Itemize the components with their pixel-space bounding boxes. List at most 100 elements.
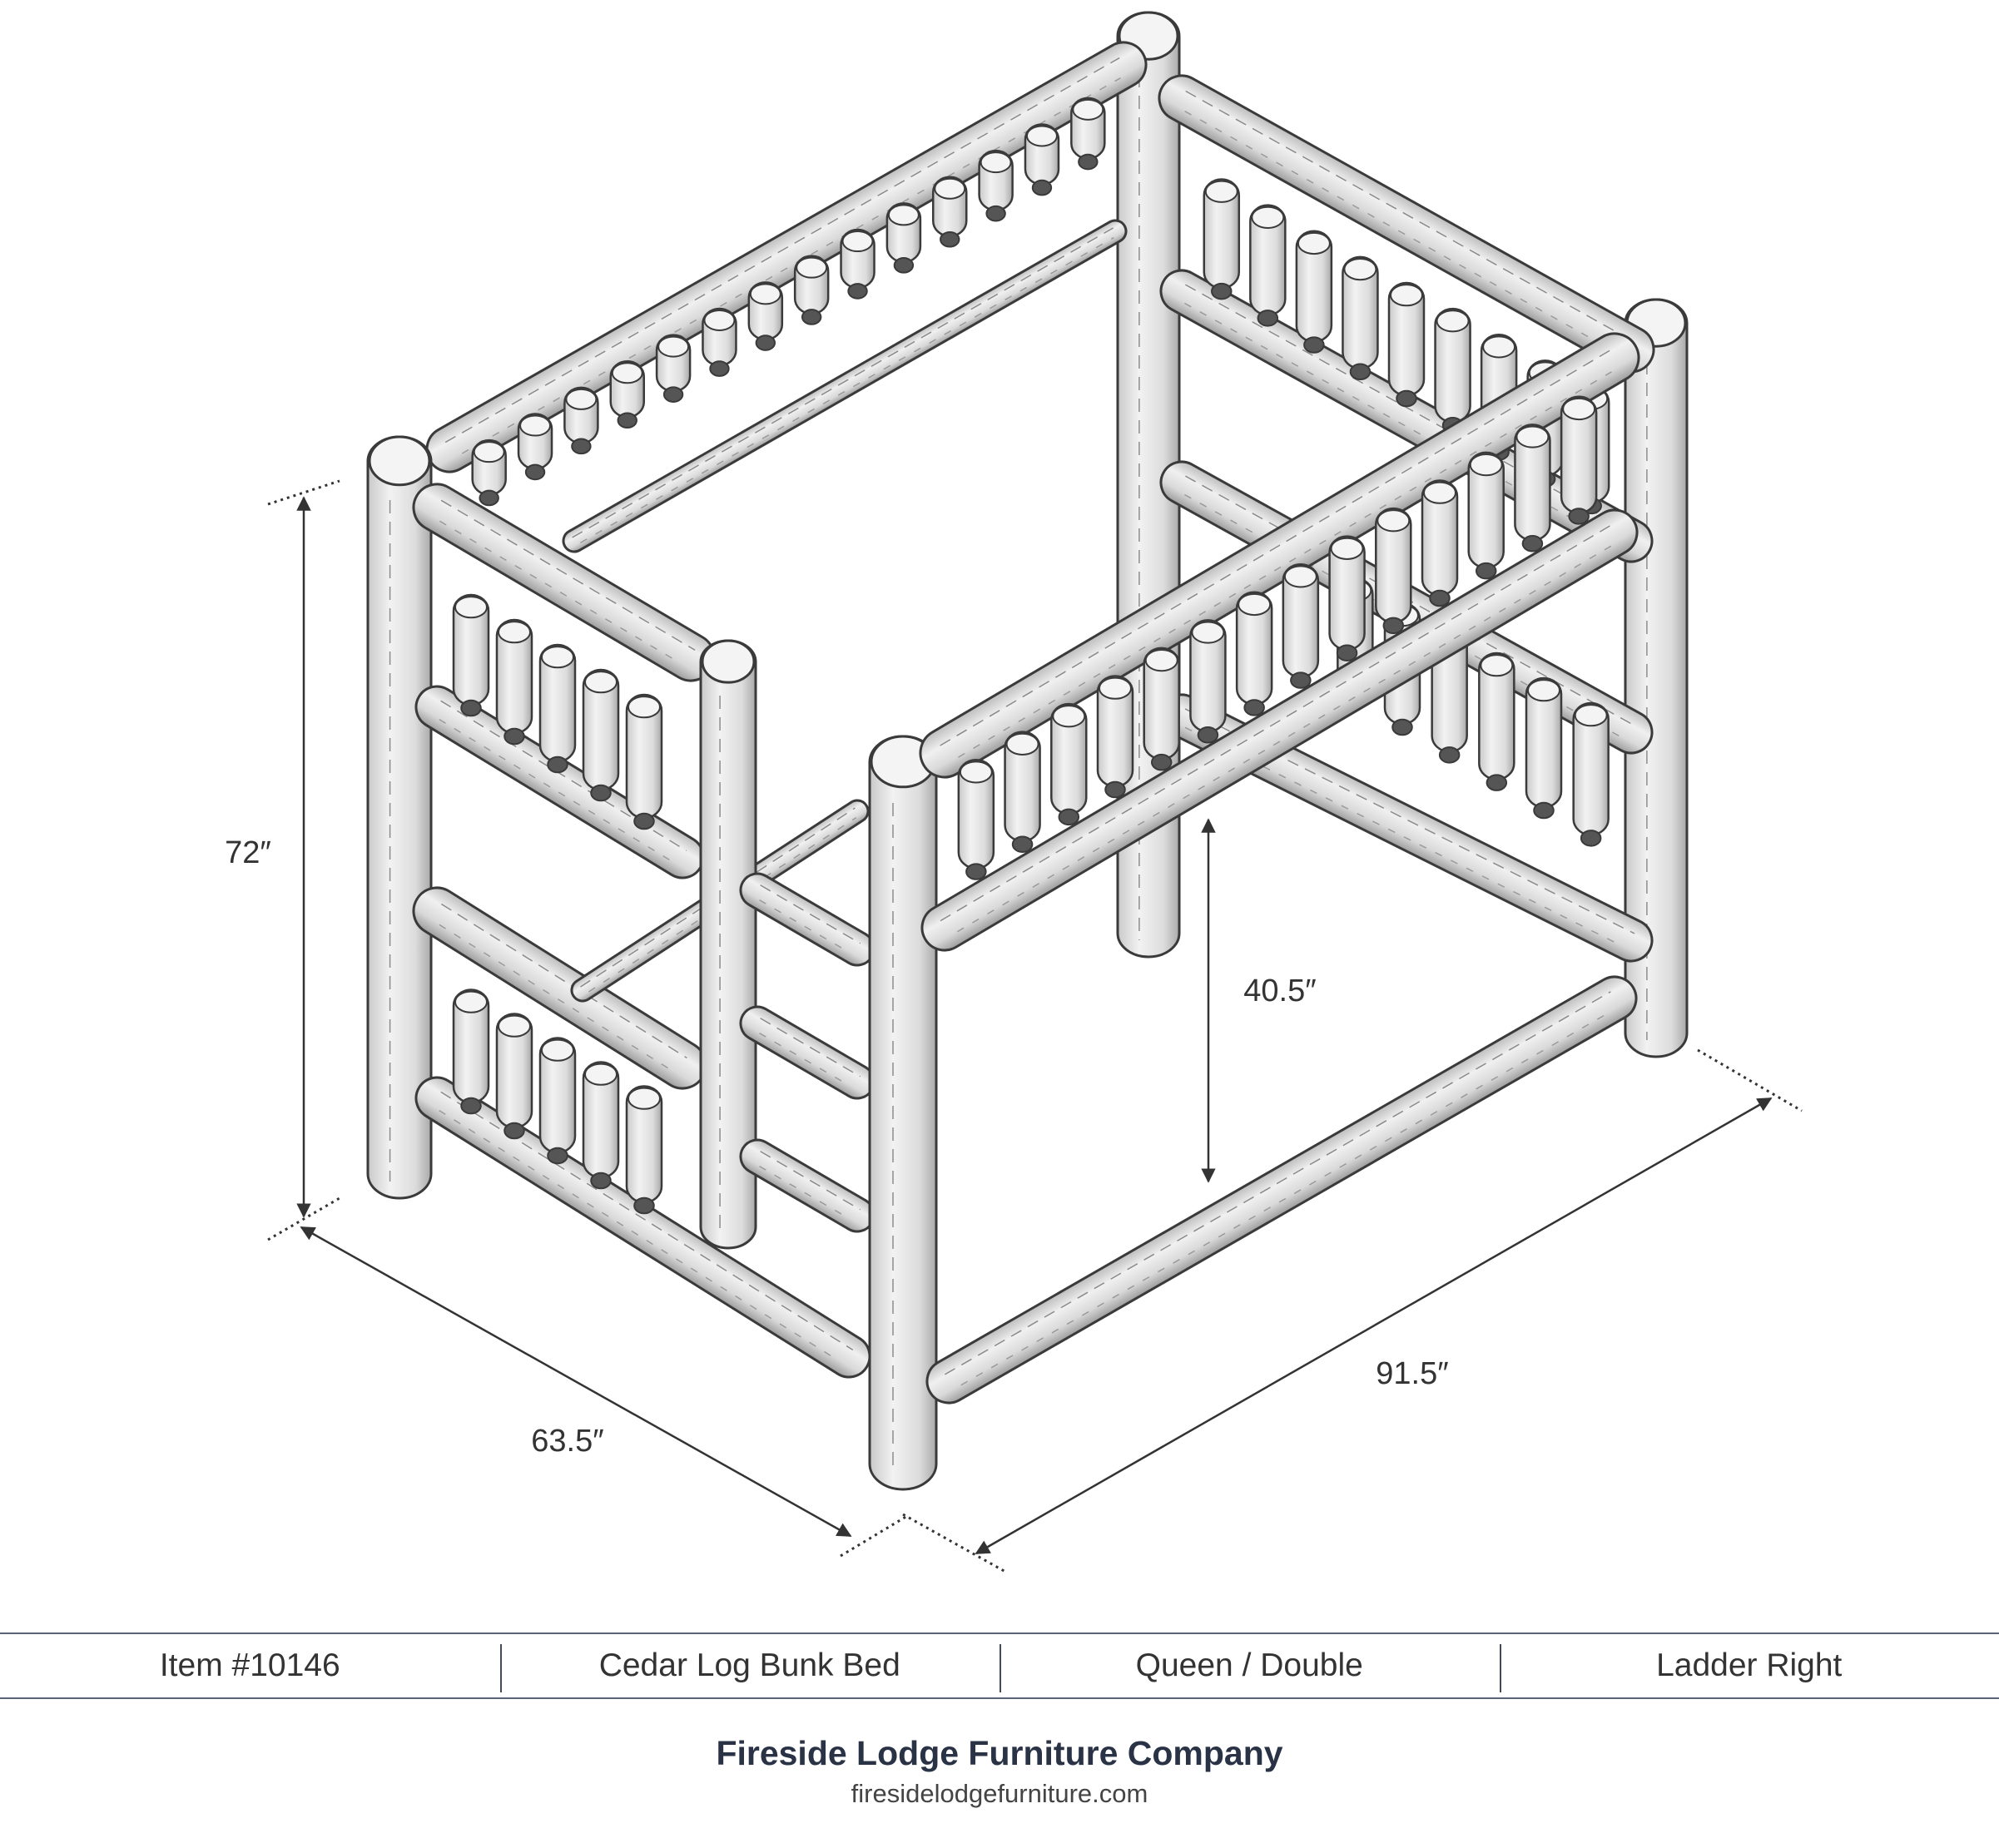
company-name: Fireside Lodge Furniture Company — [716, 1734, 1283, 1772]
left-end-top-rail-grain — [440, 499, 696, 651]
left-end-upper-spindle-3 — [538, 643, 577, 774]
left-end-upper-spindle-2-peg — [503, 727, 525, 746]
left-end-upper-spindle-2-cap — [498, 621, 531, 644]
footer: Fireside Lodge Furniture Company firesid… — [0, 1731, 1999, 1812]
left-end-lower-spindle-3 — [538, 1037, 577, 1165]
left-end-upper-spindle-5-peg — [633, 812, 655, 830]
far-spindle-6-peg — [709, 360, 730, 377]
back-end-top-rail-grain2 — [1184, 110, 1620, 354]
back-end-lower-spindle-4-cap — [1480, 654, 1514, 677]
near-spindle-8-cap — [1283, 565, 1317, 588]
left-end-top-rail-grain2 — [439, 520, 678, 662]
far-top-rail-grain — [444, 57, 1120, 443]
far-spindle-14-cap — [1072, 98, 1104, 121]
near-spindle-12 — [1467, 451, 1505, 580]
back-end-upper-spindle-3-peg — [1303, 336, 1325, 354]
length-extension-right — [1697, 1048, 1803, 1112]
back-end-lower-spindle-5-cap — [1527, 679, 1560, 702]
back-end-lower-spindle-6-peg — [1580, 830, 1602, 847]
near-bottom-rail-grain — [944, 991, 1611, 1375]
left-end-lower-spindle-1-cap — [454, 990, 488, 1013]
back-end-lower-spindle-6 — [1572, 701, 1610, 847]
far-spindle-5-peg — [662, 386, 684, 403]
far-spindle-2-peg — [524, 463, 546, 481]
back-end-upper-spindle-5-peg — [1396, 389, 1417, 408]
near-spindle-7-peg — [1243, 699, 1265, 716]
near-spindle-2 — [1004, 731, 1041, 853]
far-spindle-12 — [978, 149, 1014, 222]
left-end-lower-spindle-3-peg — [547, 1147, 568, 1165]
left-end-lower-spindle-1-peg — [460, 1097, 482, 1115]
far-spindle-3-peg — [571, 438, 592, 455]
near-spindle-11-peg — [1429, 589, 1451, 607]
back-end-upper-spindle-1 — [1203, 178, 1241, 300]
back-end-upper-spindle-4-cap — [1343, 257, 1377, 281]
left-end-lower-spindle-3-cap — [541, 1038, 574, 1062]
far-spindle-14-peg — [1078, 153, 1099, 171]
far-spindle-4-peg — [617, 412, 637, 429]
far-spindle-14 — [1070, 97, 1106, 171]
near-spindle-1-peg — [965, 863, 987, 880]
far-spindle-3-cap — [565, 388, 598, 410]
left-end-upper-spindle-4-peg — [590, 784, 612, 802]
left-end-low-top-rail-grain — [440, 903, 687, 1059]
near-spindle-2-cap — [1005, 732, 1039, 756]
near-spindle-10 — [1375, 507, 1412, 635]
back-end-upper-spindle-6 — [1434, 307, 1471, 434]
left-end-lower-spindle-4-cap — [584, 1063, 618, 1086]
front-right-post-body — [868, 735, 938, 1491]
back-end-upper-spindle-2 — [1249, 204, 1287, 327]
far-spindle-13-peg — [1031, 179, 1053, 196]
near-spindle-10-peg — [1382, 617, 1405, 635]
left-end-lower-spindle-2-peg — [503, 1122, 525, 1140]
near-spindle-9-cap — [1330, 537, 1364, 560]
back-end-lower-spindle-4-peg — [1486, 774, 1508, 791]
height-extension-bottom — [267, 1196, 340, 1241]
bunk-bed-drawing: 72″ 40.5″ 63.5″ 91.5″ — [225, 11, 1803, 1574]
far-spindle-12-peg — [985, 205, 1006, 222]
left-end-upper-spindle-1 — [452, 593, 490, 717]
near-spindle-11-cap — [1423, 481, 1456, 504]
near-top-rail-grain — [940, 349, 1611, 746]
width-dimension-label: 63.5″ — [531, 1424, 603, 1459]
back-end-lower-spindle-5 — [1525, 676, 1563, 820]
near-mid-rail — [920, 508, 1639, 952]
near-spindle-5 — [1143, 647, 1180, 771]
near-spindle-1-cap — [959, 761, 993, 784]
left-end-lower-spindle-2-cap — [498, 1014, 531, 1038]
near-spindle-13-peg — [1521, 535, 1544, 552]
far-slat-support-body — [562, 219, 1128, 553]
near-spindle-13 — [1514, 424, 1551, 552]
back-end-upper-spindle-5-cap — [1390, 284, 1423, 307]
near-spindle-6-cap — [1191, 621, 1225, 644]
far-spindle-7 — [747, 281, 784, 351]
far-spindle-5 — [655, 334, 692, 403]
back-end-mid-rail-grain2 — [1184, 302, 1620, 546]
near-spindle-13-cap — [1515, 425, 1550, 448]
far-spindle-12-cap — [980, 151, 1012, 174]
front-right-post — [868, 735, 938, 1491]
near-spindle-3 — [1050, 702, 1088, 826]
back-end-top-rail-grain — [1185, 90, 1636, 344]
far-spindle-5-cap — [657, 335, 690, 358]
near-spindle-9-peg — [1336, 644, 1358, 661]
near-top-rail-grain2 — [958, 371, 1612, 758]
back-end-upper-spindle-3 — [1295, 230, 1333, 354]
back-end-mid-rail-grain — [1185, 284, 1635, 535]
far-spindle-10-cap — [887, 204, 920, 226]
near-mid-rail-grain — [940, 524, 1611, 922]
far-spindle-8-peg — [801, 309, 822, 325]
near-spindle-14 — [1560, 395, 1598, 525]
near-spindle-9 — [1328, 535, 1366, 661]
far-spindle-11 — [932, 176, 968, 248]
far-spindle-8 — [793, 255, 830, 325]
company-website: firesidelodgefurniture.com — [851, 1779, 1148, 1808]
far-spindle-13 — [1024, 123, 1060, 196]
width-dimension-line — [300, 1226, 852, 1538]
far-spindle-9-cap — [841, 230, 874, 253]
left-end-upper-spindle-3-peg — [547, 756, 568, 774]
left-end-lower-spindle-5-peg — [633, 1196, 655, 1215]
far-slat-support — [562, 219, 1128, 553]
far-spindle-1 — [471, 438, 507, 507]
near-spindle-5-peg — [1150, 753, 1173, 771]
